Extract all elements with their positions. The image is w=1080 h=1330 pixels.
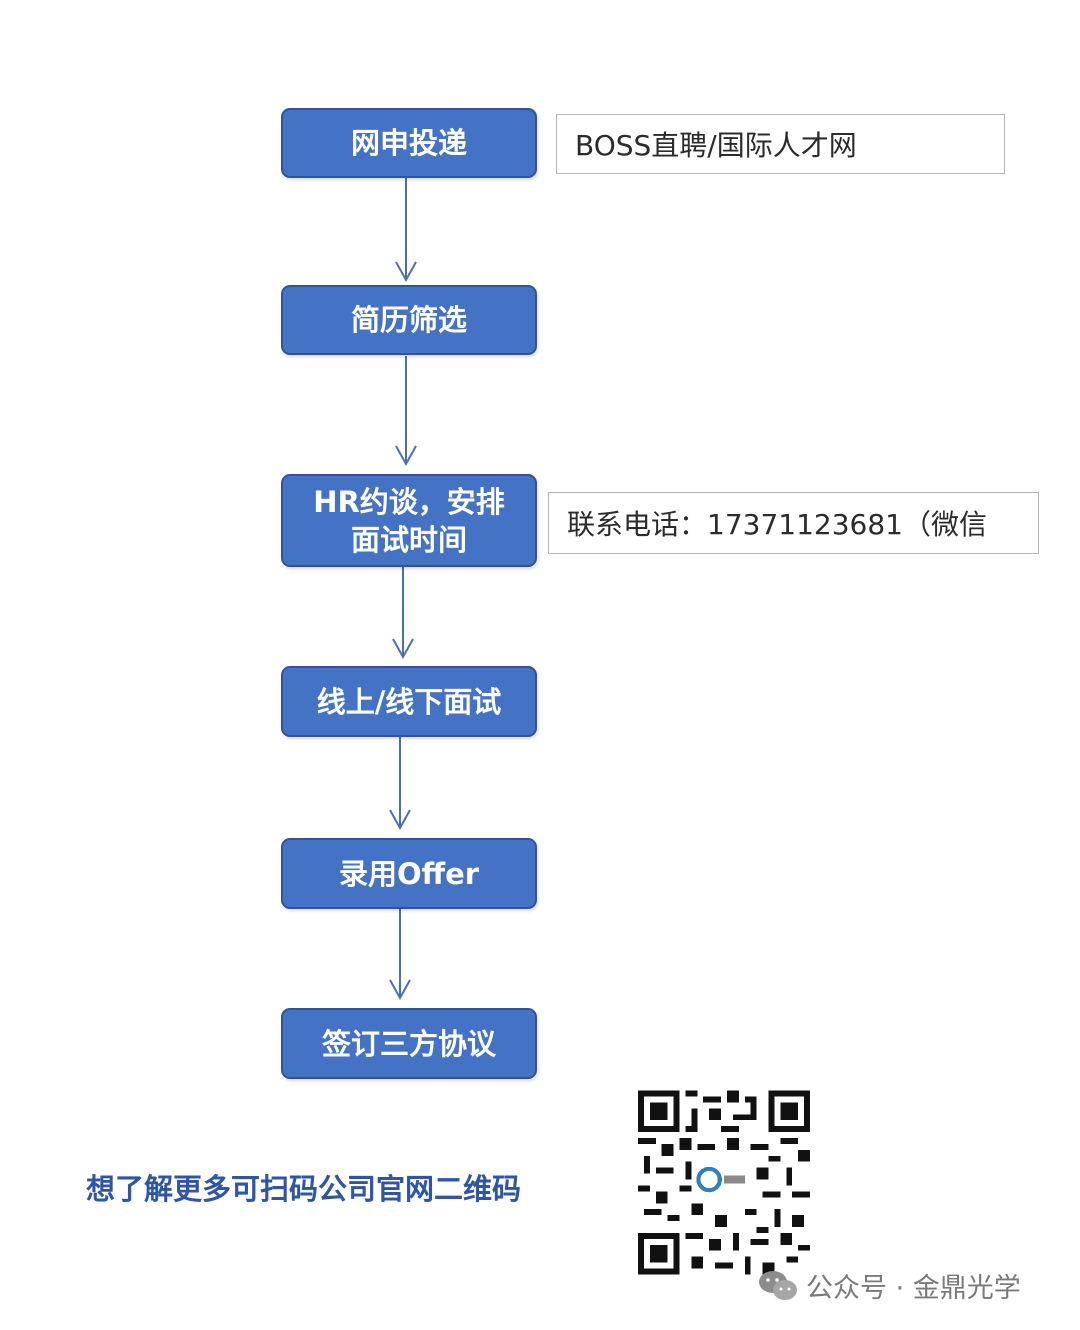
step-label: 签订三方协议 (321, 1026, 496, 1061)
qr-code (638, 1090, 810, 1275)
step-online-application: 网申投递 (281, 108, 537, 178)
qr-logo-icon (696, 1166, 722, 1193)
step-interview: 线上/线下面试 (281, 666, 537, 737)
step-label: HR约谈，安排 面试时间 (313, 484, 505, 557)
step-label: 线上/线下面试 (316, 684, 502, 719)
watermark: 公众号 · 金鼎光学 (758, 1266, 1021, 1305)
arrow-4 (389, 737, 411, 831)
note-channel: BOSS直聘/国际人才网 (556, 114, 1005, 174)
step-label: 简历筛选 (350, 303, 467, 337)
note-contact: 联系电话：17371123681（微信 (548, 492, 1039, 554)
step-offer: 录用Offer (281, 838, 537, 909)
note-contact-text: 联系电话：17371123681（微信 (567, 508, 987, 541)
qr-hint-text: 想了解更多可扫码公司官网二维码 (86, 1172, 522, 1206)
arrow-3 (392, 567, 414, 660)
note-channel-text: BOSS直聘/国际人才网 (575, 129, 857, 162)
wechat-icon (759, 1270, 797, 1300)
arrow-2 (395, 356, 417, 467)
watermark-text: 公众号 · 金鼎光学 (806, 1273, 1021, 1304)
step-sign-agreement: 签订三方协议 (281, 1008, 537, 1079)
step-hr-interview-scheduling: HR约谈，安排 面试时间 (281, 474, 537, 567)
arrow-5 (389, 909, 411, 1001)
arrow-1 (395, 178, 417, 283)
step-label: 网申投递 (350, 126, 467, 160)
step-resume-screening: 简历筛选 (281, 285, 537, 355)
step-label: 录用Offer (338, 856, 480, 891)
